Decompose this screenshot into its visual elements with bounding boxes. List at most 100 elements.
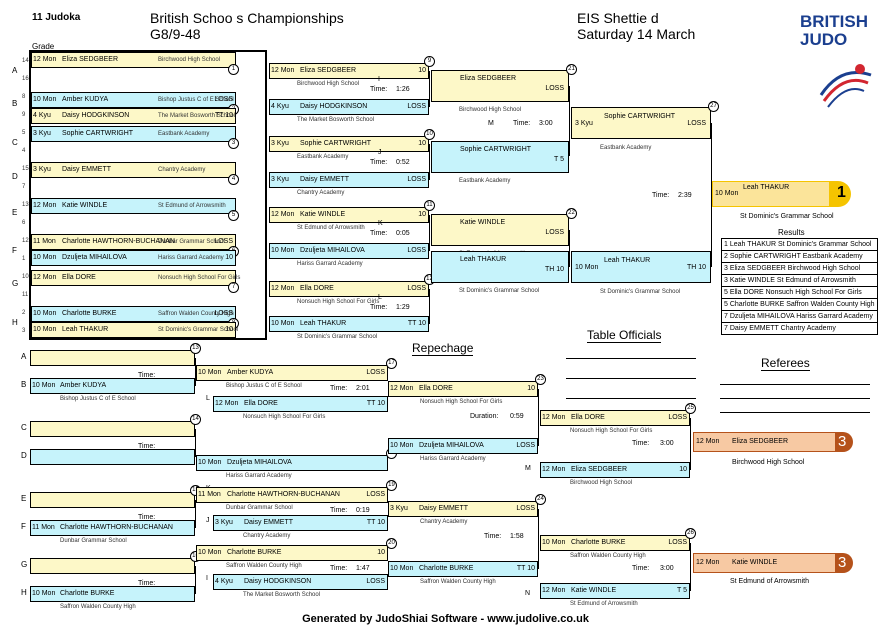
score: TH 10 (686, 264, 706, 271)
bout-side: M (525, 465, 531, 472)
competitor-name: Sophie CARTWRIGHT (300, 140, 372, 147)
rep-slot[interactable] (30, 350, 195, 366)
rep-slot[interactable] (30, 449, 195, 465)
rep-slot[interactable] (30, 421, 195, 437)
final-club: St Dominic's Grammar School (740, 213, 834, 220)
club: St Dominic's Grammar School (158, 327, 239, 333)
results-row: 1 Leah THAKUR St Dominic's Grammar Schoo… (721, 238, 878, 251)
row-number: 16 (22, 76, 29, 82)
logo-figure-icon (819, 64, 872, 108)
club: Nonsuch High School For Girls (297, 299, 380, 305)
club: Bishop Justus C of E School (60, 396, 136, 402)
competitor-name: Charlotte BURKE (62, 310, 117, 317)
venue: EIS Shettie d (577, 10, 659, 26)
logo-text-judo: JUDO (800, 30, 848, 49)
rep-slot[interactable] (30, 492, 195, 508)
bout-side: I (378, 76, 380, 83)
grade: 12 Mon (215, 400, 239, 407)
score: 10 (418, 211, 426, 218)
competitor-name: Charlotte BURKE (419, 565, 474, 572)
grade: 3 Kyu (271, 176, 289, 183)
score: LOSS (214, 96, 233, 103)
time-label: Time: (138, 514, 156, 521)
pool-letter: G (21, 560, 28, 569)
pool-letter: B (21, 380, 27, 389)
bronze-1-box: 12 Mon Eliza SEDGBEER (693, 432, 836, 452)
grade: 10 Mon (33, 96, 57, 103)
grade: 12 Mon (271, 285, 295, 292)
bout-number: 7 (228, 282, 239, 293)
bracket-line (195, 358, 196, 386)
bout-number: 25 (685, 403, 696, 414)
score: 10 (527, 385, 535, 392)
logo-text-british: BRITISH (800, 12, 868, 31)
score: LOSS (407, 285, 426, 292)
score: LOSS (516, 505, 535, 512)
grade: 10 Mon (271, 247, 295, 254)
score: LOSS (545, 229, 564, 236)
officials-line (566, 378, 696, 379)
competitor-name: Daisy EMMETT (244, 519, 293, 526)
bout-time: 2:01 (356, 385, 370, 392)
club: Eastbank Academy (459, 178, 511, 184)
score: LOSS (214, 310, 233, 317)
pool-letter: H (21, 588, 27, 597)
club: St Edmund of Arrowsmith (158, 203, 226, 209)
club: Chantry Academy (297, 190, 345, 196)
score: LOSS (407, 247, 426, 254)
rep-slot[interactable] (30, 558, 195, 574)
pool-letter: B (12, 99, 18, 108)
competitor-name: Charlotte BURKE (227, 549, 282, 556)
row-number: 15 (22, 166, 29, 172)
club: Hariss Garrard Academy (420, 456, 486, 462)
grade: 4 Kyu (215, 578, 233, 585)
final-time: 2:39 (678, 192, 692, 199)
club: Saffron Walden County High (158, 311, 234, 317)
bracket-line (569, 230, 570, 267)
club: Bishop Justus C of E School (158, 97, 234, 103)
